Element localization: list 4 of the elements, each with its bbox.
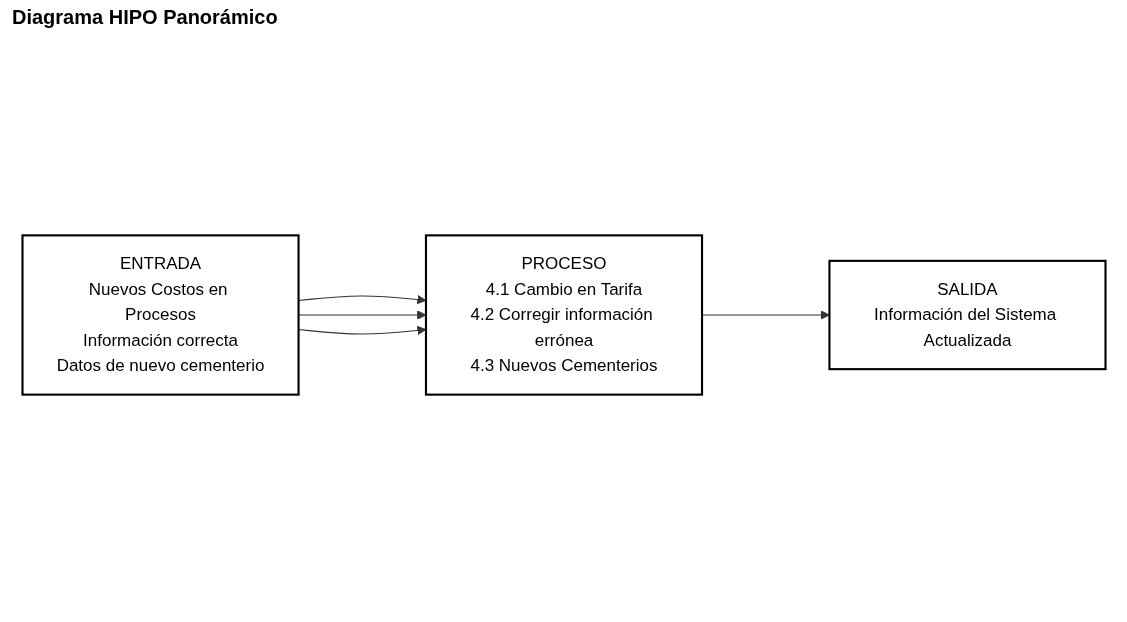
diagram-title: Diagrama HIPO Panorámico — [12, 6, 279, 29]
node-box: SALIDA Información del Sistema Actualizada — [827, 259, 1107, 371]
node-box: PROCESO 4.1 Cambio en Tarifa 4.2 Corregir información errónea 4.3 Nuevos Cementerios — [424, 234, 703, 396]
node-box: ENTRADA Nuevos Costos en Procesos Información correcta Datos de nuevo cementerio — [20, 234, 300, 396]
